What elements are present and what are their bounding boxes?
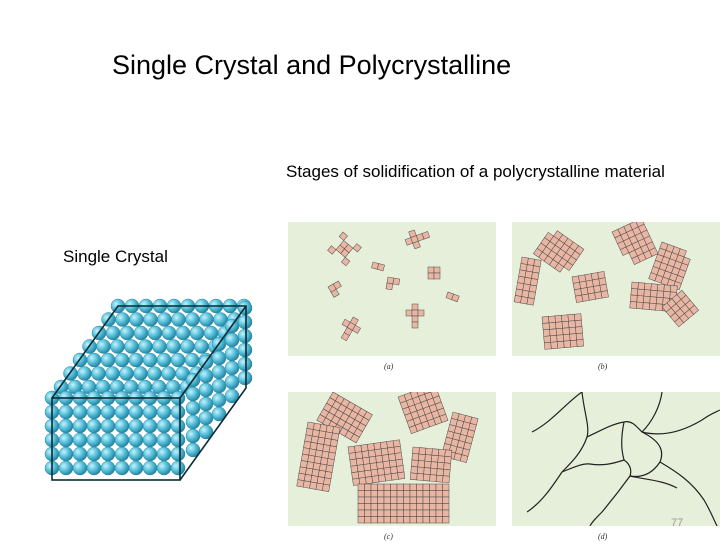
page-number: 77 [671,517,684,529]
single-crystal-label: Single Crystal [63,247,168,266]
stage-b-grains [513,222,699,350]
stage-a-grains [327,229,460,342]
grain-cluster [648,241,691,291]
grain-cluster [541,313,584,350]
grain-cluster [571,271,609,303]
stages-subtitle: Stages of solidification of a polycrysta… [286,162,665,181]
stage-panel-a [288,222,496,356]
stage-caption-d: (d) [598,532,608,541]
grain-cluster [371,261,385,272]
grain-cluster [661,289,699,328]
grain-cluster [327,280,342,298]
grain-cluster [629,281,678,313]
grain-cluster [533,230,585,273]
grain-cluster [385,276,401,291]
grain-cluster [397,392,449,434]
grain-cluster [445,291,460,303]
grain-cluster [513,256,542,306]
stage-caption-b: (b) [598,362,608,371]
stage-c-grains [296,392,479,524]
grain-cluster [327,231,362,267]
grain-cluster [611,222,659,265]
stage-caption-c: (c) [384,532,393,541]
grain-cluster [316,392,373,444]
stage-panel-b [512,222,720,356]
grain-cluster [404,229,430,250]
grain-cluster [340,316,361,342]
grain-boundaries [526,392,720,526]
crystal-atoms [44,298,253,476]
stage-d-grain-boundaries [526,392,720,526]
grain-cluster [427,266,441,280]
grain-cluster [409,446,453,484]
grain-cluster [347,439,406,486]
grain-cluster [296,421,341,492]
stage-panel-c [288,392,496,526]
stage-caption-a: (a) [384,362,394,371]
grain-cluster [405,303,425,329]
unit-cell-outline [51,305,247,481]
single-crystal-illustration [44,298,253,481]
grain-cluster [440,411,479,463]
grain-cluster [357,483,450,524]
slide-title: Single Crystal and Polycrystalline [112,50,512,80]
stage-panel-d [512,392,720,526]
